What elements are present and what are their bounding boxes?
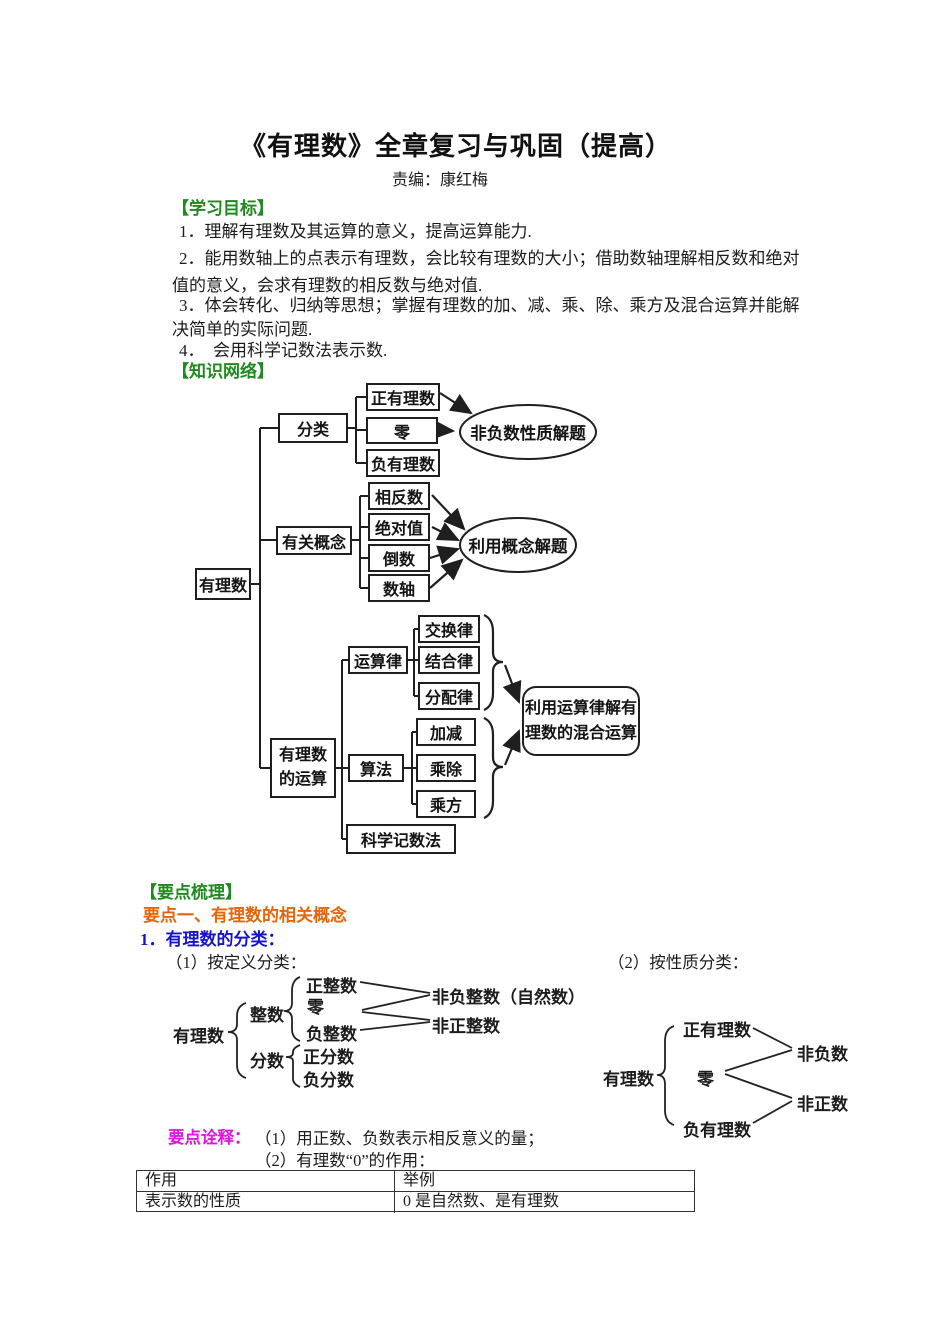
- def-integers: 整数: [250, 1006, 284, 1025]
- table-header-usage: 作用: [137, 1171, 395, 1191]
- definition-tree: 有理数 整数 正整数 零 负整数 分数 正分数 负分数 非负整数（自然数） 非正…: [170, 965, 600, 1095]
- def-nonpos-integers: 非正整数: [432, 1017, 500, 1036]
- net-node-methods: 算法: [348, 754, 404, 782]
- net-ellipse-label-nonneg: 非负数性质解题: [470, 424, 586, 443]
- net-node-absolute-value: 绝对值: [368, 513, 430, 541]
- objective-line-2: 2．能用数轴上的点表示有理数，会比较有理数的大小；借助数轴理解相反数和绝对: [179, 249, 800, 268]
- def-root: 有理数: [173, 1027, 224, 1046]
- net-node-operations: 有理数 的运算: [270, 738, 336, 798]
- net-node-multiply-divide: 乘除: [416, 754, 476, 782]
- net-node-positive-rational: 正有理数: [366, 383, 440, 411]
- note-line-2: （2）有理数“0”的作用：: [255, 1151, 435, 1170]
- heading-objectives: 【学习目标】: [172, 199, 274, 218]
- notes-label: 要点诠释：: [168, 1128, 251, 1147]
- link-zero-nonneg: [724, 1049, 793, 1072]
- objective-line-1: 1．理解有理数及其运算的意义，提高运算能力.: [179, 222, 532, 241]
- net-ellipse-label-concept: 利用概念解题: [468, 537, 568, 556]
- property-tree: 有理数 正有理数 零 负有理数 非负数 非正数: [600, 1008, 880, 1143]
- prop-nonpositive: 非正数: [797, 1095, 848, 1114]
- brace-root: [227, 1002, 247, 1079]
- link-posrat-nonneg: [752, 1027, 793, 1049]
- page-title: 《有理数》全章复习与巩固（提高）: [240, 132, 673, 161]
- ellipse-nonneg-solving: [459, 404, 597, 460]
- net-node-zero: 零: [366, 417, 438, 444]
- net-node-classification: 分类: [278, 413, 348, 443]
- net-node-commutative: 交换律: [418, 615, 480, 643]
- objective-line-2b: 值的意义，会求有理数的相反数与绝对值.: [172, 276, 483, 295]
- net-node-add-subtract: 加减: [416, 718, 476, 746]
- def-zero: 零: [307, 998, 324, 1017]
- label-by-property: （2）按性质分类：: [608, 953, 749, 972]
- link-negrat-nonpos: [752, 1100, 793, 1124]
- def-fractions: 分数: [250, 1052, 284, 1071]
- net-node-power: 乘方: [416, 790, 476, 818]
- network-connectors: [251, 392, 597, 840]
- brace-integers: [283, 976, 301, 1042]
- knowledge-network-diagram: 有理数 分类 正有理数 零 负有理数 非负数性质解题 有关概念 相反数 绝对值 …: [190, 378, 650, 878]
- heading-outline: 【要点梳理】: [140, 883, 242, 902]
- heading-classification: 1．有理数的分类：: [140, 930, 285, 949]
- net-node-root: 有理数: [195, 568, 251, 600]
- net-node-mixed-operations-result: 利用运算律解有 理数的混合运算: [522, 686, 640, 756]
- net-node-opposite: 相反数: [368, 482, 430, 510]
- prop-nonnegative: 非负数: [797, 1045, 848, 1064]
- net-node-operation-laws: 运算律: [348, 646, 408, 674]
- zero-usage-table: 作用 举例 表示数的性质 0 是自然数、是有理数: [136, 1170, 695, 1213]
- table-header-example: 举例: [403, 1172, 436, 1189]
- table-cell-usage: 表示数的性质: [137, 1192, 395, 1213]
- net-node-reciprocal: 倒数: [368, 544, 430, 572]
- prop-negative-rational: 负有理数: [683, 1121, 751, 1140]
- def-negative-fractions: 负分数: [303, 1071, 354, 1090]
- heading-network: 【知识网络】: [172, 362, 274, 381]
- link-zero-nonpos: [724, 1073, 793, 1099]
- table-row: 表示数的性质 0 是自然数、是有理数: [137, 1191, 694, 1213]
- note-line-1: （1）用正数、负数表示相反意义的量；: [255, 1129, 544, 1148]
- heading-point-one: 要点一、有理数的相关概念: [143, 906, 347, 925]
- property-tree-lines: [656, 1025, 793, 1126]
- net-node-negative-rational: 负有理数: [366, 449, 440, 477]
- net-result-line2: 理数的混合运算: [524, 725, 637, 742]
- objective-line-4: 4． 会用科学记数法表示数.: [179, 341, 388, 360]
- net-result-line1: 利用运算律解有: [524, 700, 637, 717]
- def-negative-integers: 负整数: [306, 1025, 357, 1044]
- table-cell-example: 0 是自然数、是有理数: [403, 1193, 560, 1210]
- network-arrows: [429, 392, 522, 766]
- net-node-operations-line1: 有理数: [278, 747, 327, 764]
- link-zero-nonpos: [361, 1011, 431, 1021]
- net-node-number-line: 数轴: [368, 574, 430, 602]
- ellipse-concept-solving: [459, 517, 577, 573]
- net-node-distributive: 分配律: [418, 682, 480, 710]
- def-positive-fractions: 正分数: [303, 1048, 354, 1067]
- definition-tree-lines: [227, 976, 431, 1088]
- def-positive-integers: 正整数: [306, 977, 357, 996]
- brace-fractions: [285, 1044, 301, 1088]
- link-posint-nonneg: [359, 981, 431, 994]
- table-header-row: 作用 举例: [137, 1171, 694, 1191]
- net-node-scientific-notation: 科学记数法: [346, 824, 456, 854]
- prop-root: 有理数: [603, 1070, 654, 1089]
- network-tree-lines: [251, 396, 418, 840]
- network-braces: [483, 613, 504, 820]
- net-node-concepts: 有关概念: [276, 526, 352, 555]
- prop-positive-rational: 正有理数: [683, 1021, 751, 1040]
- link-negint-nonpos: [359, 1021, 431, 1031]
- net-node-operations-line2: 的运算: [278, 771, 327, 788]
- net-node-associative: 结合律: [418, 646, 480, 674]
- editor-line: 责编：康红梅: [392, 172, 489, 189]
- objective-line-3: 3．体会转化、归纳等思想；掌握有理数的加、减、乘、除、乘方及混合运算并能解: [179, 296, 800, 315]
- def-nonneg-integers: 非负整数（自然数）: [432, 988, 585, 1007]
- brace-root: [656, 1025, 675, 1126]
- objective-line-3b: 决简单的实际问题.: [172, 320, 313, 339]
- prop-zero: 零: [697, 1070, 714, 1089]
- label-by-definition: （1）按定义分类：: [166, 953, 307, 972]
- link-zero-nonneg: [361, 994, 431, 1011]
